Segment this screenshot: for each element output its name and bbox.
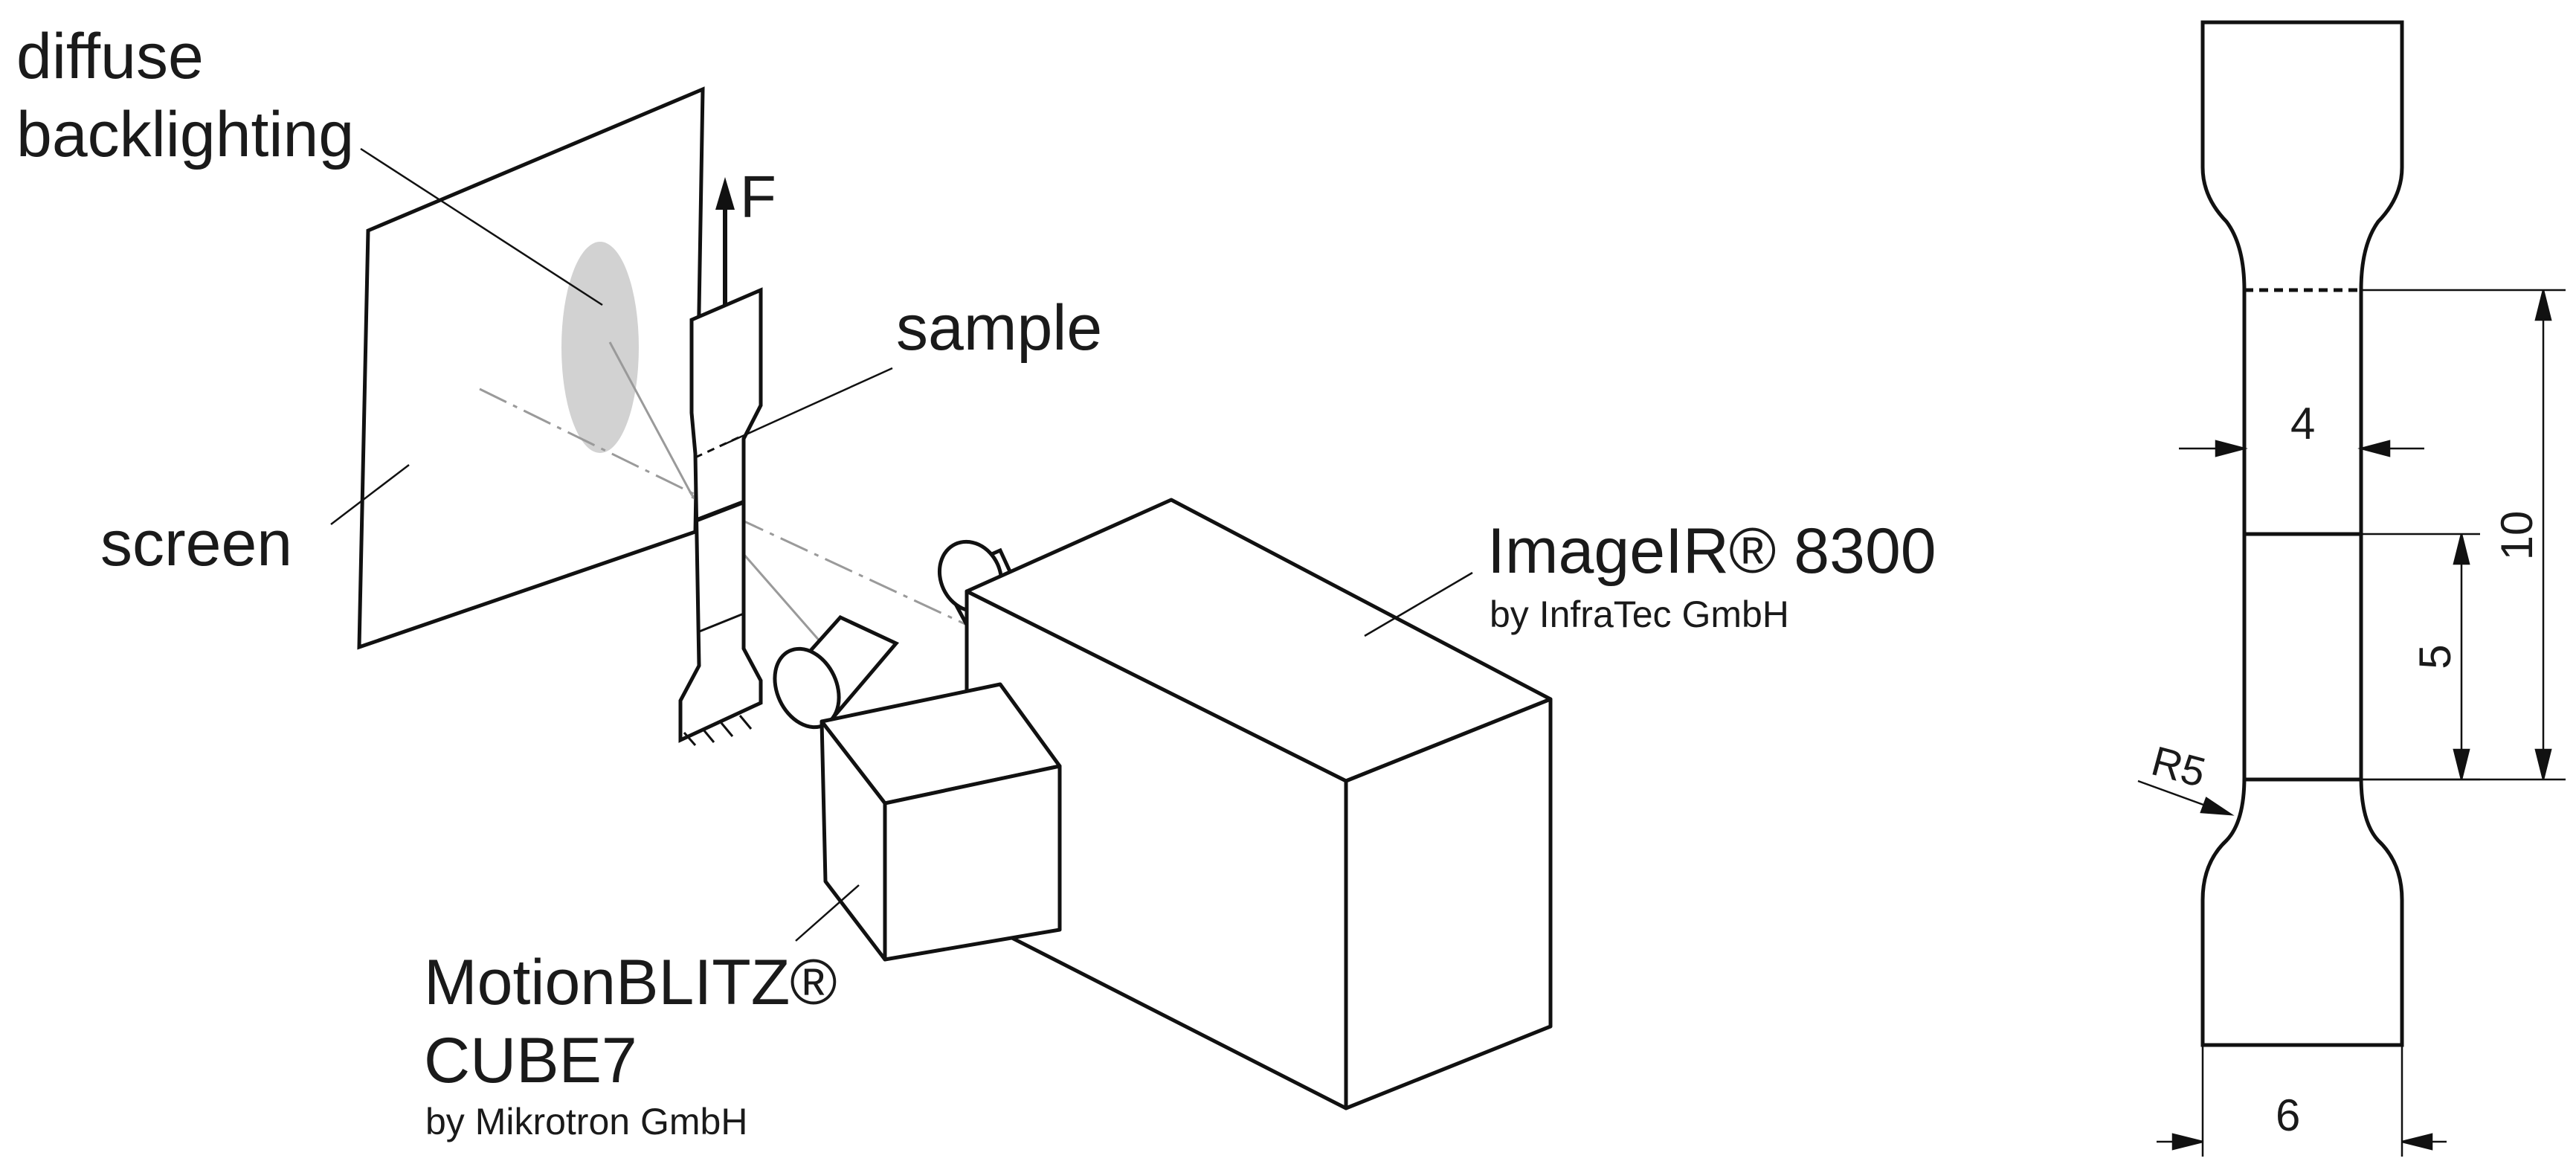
- dim-parallel-length: [2361, 289, 2566, 781]
- dim-gauge-length-label: 5: [2410, 644, 2460, 669]
- force-arrow: [715, 177, 735, 305]
- dim-gauge-length: [2361, 533, 2480, 781]
- sample-label: sample: [896, 292, 1102, 364]
- screen-panel: [357, 86, 705, 650]
- screen-label: screen: [100, 508, 292, 579]
- leader-lines: [330, 147, 1473, 942]
- dim-radius: [2137, 779, 2235, 816]
- hs-camera-maker: by Mikrotron GmbH: [425, 1101, 747, 1142]
- backlight-spot: [561, 242, 639, 453]
- hs-camera-body: [820, 682, 1062, 962]
- ir-camera-name: ImageIR® 8300: [1487, 515, 1936, 587]
- hs-camera-name-line1: MotionBLITZ®: [424, 947, 837, 1018]
- clamp-hatch: [683, 715, 753, 746]
- dim-grip-width-label: 6: [2276, 1090, 2300, 1140]
- diffuse-label-line2: backlighting: [16, 99, 354, 170]
- dim-gauge-width: [2179, 440, 2424, 457]
- dim-grip-width: [2157, 1045, 2447, 1157]
- diffuse-label-line1: diffuse: [16, 21, 204, 92]
- hs-camera-name-line2: CUBE7: [424, 1025, 637, 1096]
- dim-gauge-width-label: 4: [2290, 399, 2315, 449]
- dim-parallel-length-label: 10: [2492, 511, 2542, 561]
- force-label: F: [740, 164, 776, 230]
- hs-camera-lens: [773, 614, 900, 730]
- ir-camera-body: [965, 498, 1553, 1110]
- ir-camera-maker: by InfraTec GmbH: [1490, 594, 1789, 635]
